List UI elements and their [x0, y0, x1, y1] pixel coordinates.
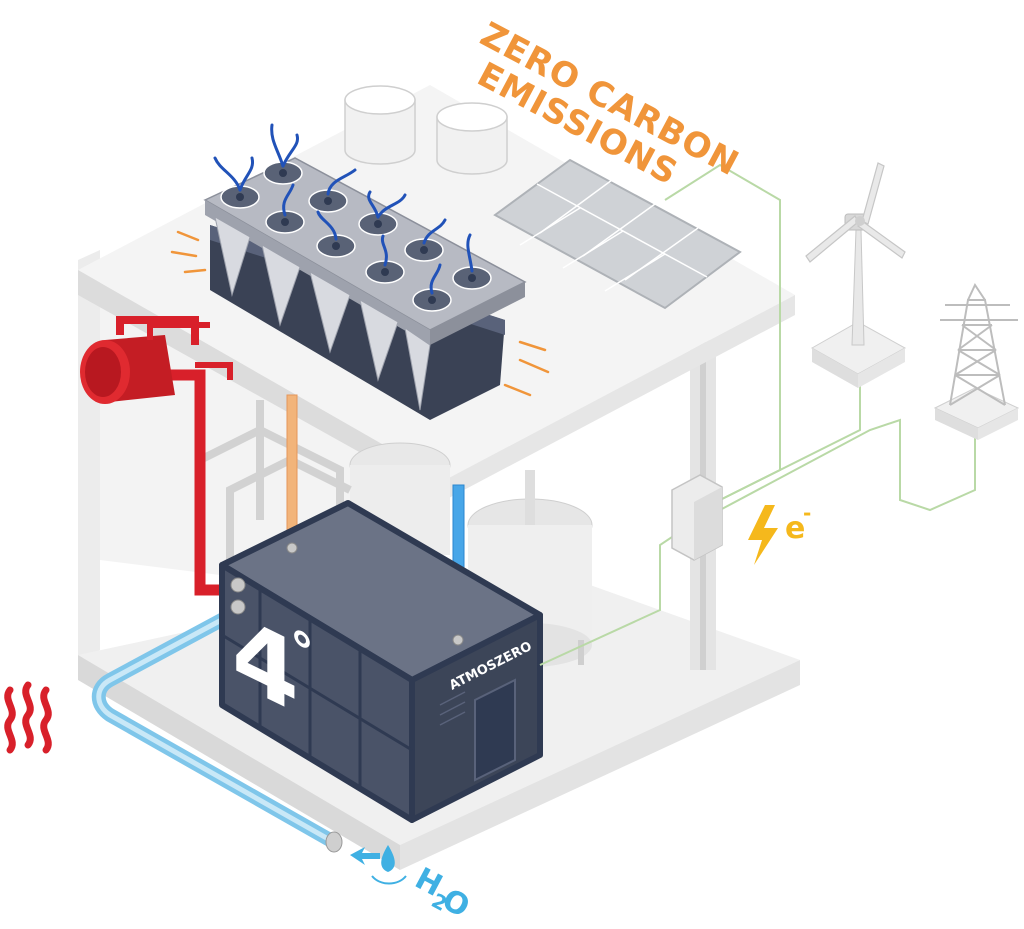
floor-right-edge: [400, 660, 800, 870]
heat-pipe: [160, 369, 235, 596]
arrow-left-icon: [350, 847, 380, 865]
cool-connector: [452, 634, 464, 646]
airflow-swirls: [213, 123, 474, 295]
floor-front-edge: [78, 655, 400, 870]
transmission-tower: [933, 282, 1020, 440]
water-label-tail: O: [436, 882, 475, 925]
warm-connector: [286, 542, 298, 554]
electricity-indicator: e -: [748, 501, 811, 565]
left-wall-edge: [78, 250, 100, 660]
water-inlet-connector: [230, 599, 246, 615]
solar-panel: [493, 158, 742, 310]
tank-leg: [578, 640, 584, 665]
wind-turbine: [805, 162, 907, 388]
atmoszero-unit: 4 ° ATMOSZERO: [219, 500, 543, 823]
heat-outlet-connector: [230, 577, 246, 593]
dry-cooler: [170, 123, 550, 420]
junction-box: [671, 474, 723, 561]
electricity-superscript: -: [803, 501, 811, 525]
water-inlet: [91, 603, 343, 853]
water-drop-icon: [381, 845, 395, 872]
electricity-label: e: [785, 511, 805, 546]
heat-exchanger: [80, 316, 210, 404]
heat-icon: [4, 681, 52, 754]
heat-output: [80, 316, 235, 596]
control-panel: [474, 678, 516, 782]
lightning-bolt-icon: [748, 505, 778, 565]
unit-logo-degree: °: [290, 617, 314, 684]
pipe-nozzle: [325, 831, 343, 853]
warm-pipe: [286, 394, 298, 546]
roof-right-edge: [445, 295, 795, 500]
roof-tanks: [344, 85, 508, 175]
fans: [220, 161, 492, 312]
tank-pipe: [525, 470, 535, 525]
